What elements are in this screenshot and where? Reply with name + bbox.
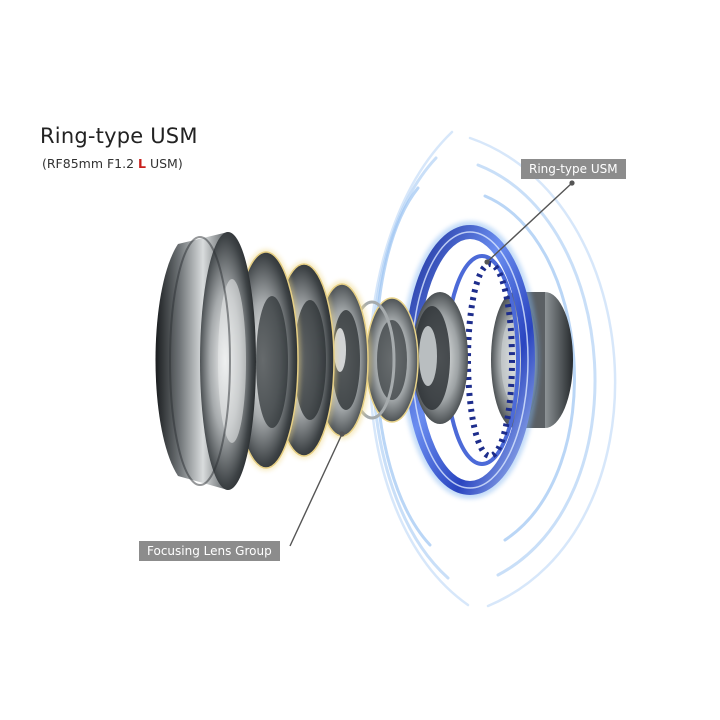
focus-leader-end-dot [339, 431, 345, 437]
subtitle-prefix: (RF85mm F1.2 [42, 156, 139, 171]
leader-lines [289, 182, 573, 547]
subtitle-accent: L [138, 156, 146, 171]
usm-inner-barrel [412, 292, 468, 424]
front-lens-element [155, 232, 256, 490]
usm-leader-end-dot [484, 259, 490, 265]
subtitle-suffix: USM) [146, 156, 183, 171]
diagram-title: Ring-type USM [40, 124, 198, 148]
focusing-group-callout-label: Focusing Lens Group [139, 541, 280, 561]
diagram-subtitle: (RF85mm F1.2 L USM) [42, 156, 183, 171]
middle-lens-elements [348, 297, 419, 423]
usm-leader-dot [569, 180, 575, 186]
usm-callout-label: Ring-type USM [521, 159, 626, 179]
